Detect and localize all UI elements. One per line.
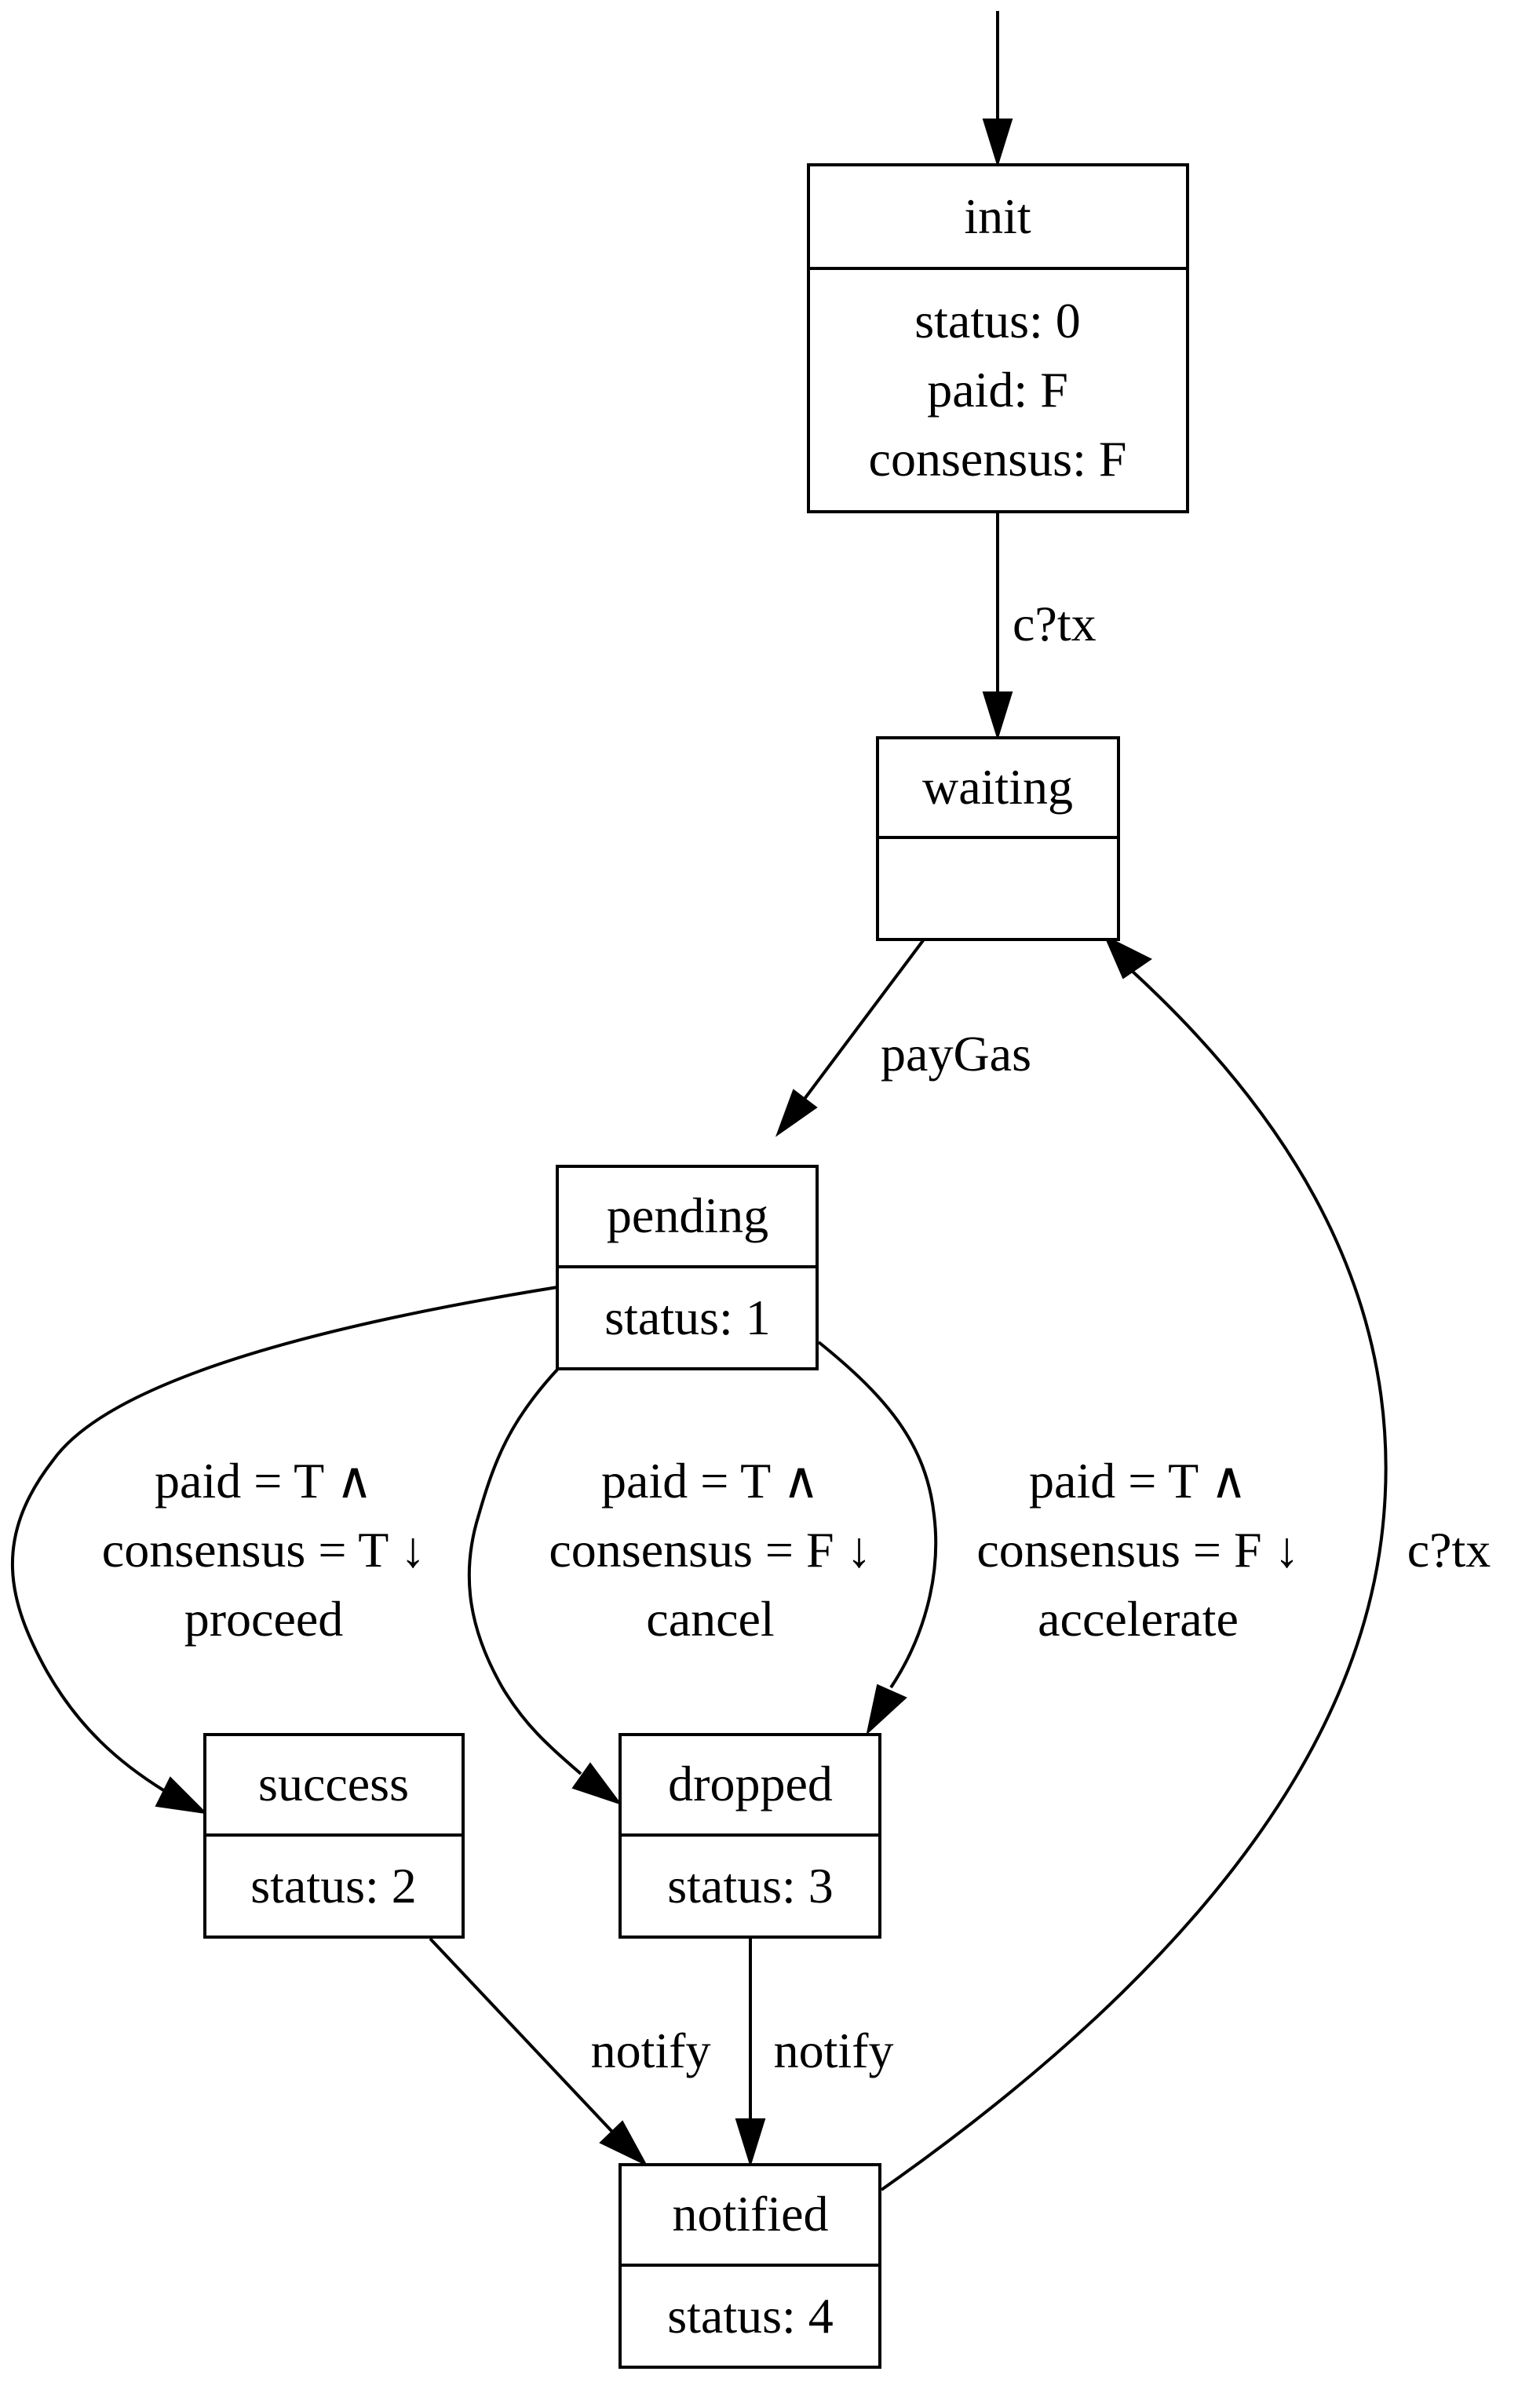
state-notified-attr-status: status: 4 bbox=[667, 2288, 834, 2344]
arrowhead-notified-waiting bbox=[1103, 934, 1152, 980]
state-pending-attr-status: status: 1 bbox=[604, 1290, 771, 1345]
label-pending-dropped-cancel-line-1: paid = T ∧ bbox=[601, 1453, 819, 1509]
label-pending-dropped-accelerate-line-3: accelerate bbox=[1038, 1591, 1239, 1647]
edge-pending-dropped-accelerate bbox=[817, 1341, 938, 1689]
arrowhead-pending-success bbox=[155, 1776, 208, 1815]
edge-waiting-pending bbox=[803, 938, 925, 1100]
label-notified-waiting: c?tx bbox=[1407, 1522, 1491, 1578]
arrowhead-init-waiting bbox=[982, 691, 1013, 741]
label-success-notified: notify bbox=[591, 2023, 711, 2078]
state-pending: pending status: 1 bbox=[556, 1165, 819, 1370]
arrowhead-entry-init bbox=[982, 119, 1013, 168]
label-pending-dropped-cancel-line-2: consensus = F ↓ bbox=[549, 1522, 871, 1578]
edge-notified-waiting bbox=[880, 968, 1388, 2191]
state-dropped: dropped status: 3 bbox=[619, 1733, 881, 1939]
state-notified-title: notified bbox=[672, 2186, 828, 2242]
edge-labels: c?tx payGas paid = T ∧ consensus = T ↓ p… bbox=[102, 596, 1491, 2078]
label-pending-success-line-3: proceed bbox=[184, 1591, 344, 1647]
state-notified: notified status: 4 bbox=[619, 2163, 881, 2369]
state-success: success status: 2 bbox=[203, 1733, 465, 1939]
state-success-attr-status: status: 2 bbox=[250, 1858, 417, 1914]
label-waiting-pending: payGas bbox=[881, 1026, 1031, 1082]
edges bbox=[11, 11, 1388, 2191]
state-init-attr-status: status: 0 bbox=[914, 293, 1081, 348]
arrowhead-waiting-pending bbox=[775, 1089, 818, 1137]
label-pending-dropped-accelerate-line-2: consensus = F ↓ bbox=[976, 1522, 1299, 1578]
state-init-attr-paid: paid: F bbox=[927, 362, 1068, 418]
edge-success-notified bbox=[429, 1937, 614, 2133]
label-pending-dropped-accelerate-line-1: paid = T ∧ bbox=[1029, 1453, 1247, 1509]
state-success-title: success bbox=[258, 1756, 409, 1811]
state-init-box bbox=[807, 163, 1189, 513]
label-pending-success-line-1: paid = T ∧ bbox=[155, 1453, 373, 1509]
state-waiting: waiting bbox=[876, 736, 1120, 941]
state-init-attr-consensus: consensus: F bbox=[869, 431, 1127, 487]
label-init-waiting: c?tx bbox=[1013, 596, 1097, 651]
label-pending-success-line-2: consensus = T ↓ bbox=[102, 1522, 425, 1578]
arrowhead-dropped-notified bbox=[735, 2118, 766, 2168]
label-dropped-notified: notify bbox=[774, 2023, 894, 2078]
edge-pending-success bbox=[11, 1286, 558, 1793]
state-init: init status: 0 paid: F consensus: F bbox=[807, 163, 1189, 513]
label-pending-dropped-cancel-line-3: cancel bbox=[646, 1591, 774, 1647]
state-dropped-attr-status: status: 3 bbox=[667, 1858, 834, 1914]
state-init-title: init bbox=[964, 188, 1031, 244]
state-dropped-title: dropped bbox=[668, 1756, 833, 1811]
edge-pending-dropped-cancel bbox=[467, 1368, 582, 1775]
state-waiting-title: waiting bbox=[922, 759, 1073, 815]
arrowhead-pending-dropped-cancel bbox=[571, 1762, 622, 1805]
arrowhead-success-notified bbox=[599, 2120, 648, 2167]
arrowhead-pending-dropped-accelerate bbox=[866, 1684, 907, 1735]
state-pending-title: pending bbox=[607, 1188, 768, 1243]
